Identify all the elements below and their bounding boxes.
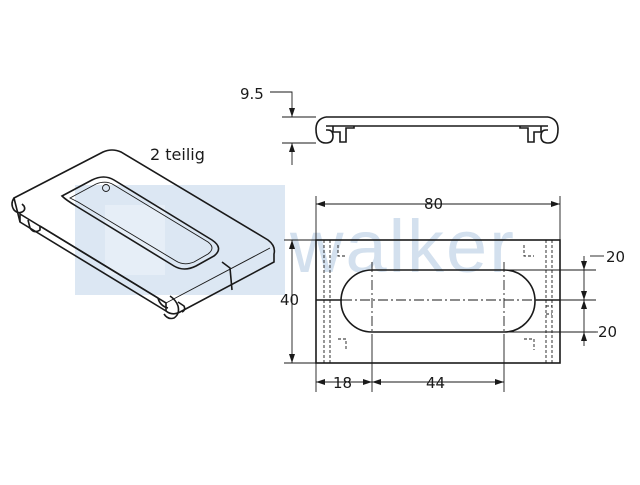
dim-end-offset-label: 18 <box>333 374 352 392</box>
note-two-part: 2 teilig <box>150 145 205 164</box>
watermark-text: walker <box>289 205 516 288</box>
profile-view: 9.5 <box>240 85 559 165</box>
dim-thickness-label: 9.5 <box>240 85 264 103</box>
dim-slot-center-distance-label: 44 <box>426 374 445 392</box>
watermark-logo-block-inner <box>105 205 165 275</box>
dim-slot-offset-top-label: 20 <box>606 248 625 266</box>
isometric-view <box>11 149 276 320</box>
plan-outline <box>315 239 561 364</box>
dim-width-label: 40 <box>280 291 299 309</box>
plan-view: 80 40 20 20 18 44 <box>280 195 625 392</box>
dim-length-label: 80 <box>424 195 443 213</box>
dim-slot-offset-bottom-label: 20 <box>598 323 617 341</box>
